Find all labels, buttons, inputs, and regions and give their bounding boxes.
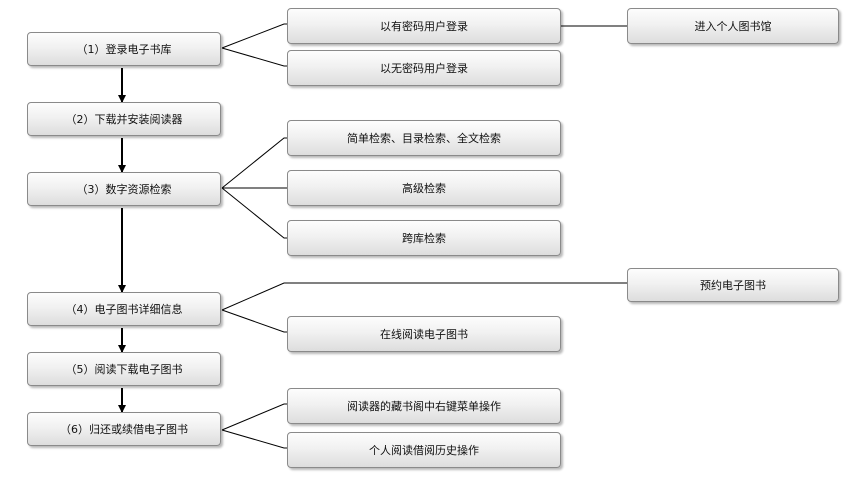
branch-detail-reserve [221,282,627,311]
option-cross-search: 跨库检索 [287,220,561,256]
step-book-details: （4）电子图书详细信息 [27,292,221,326]
step-login: （1）登录电子书库 [27,32,221,66]
option-reserve-ebook: 预约电子图书 [627,268,839,302]
branch-search-3 [221,187,287,239]
branch-return-2 [221,429,287,449]
option-reader-context-menu: 阅读器的藏书阁中右键菜单操作 [287,388,561,424]
step-read-download: （5）阅读下载电子图书 [27,352,221,386]
branch-detail-online [221,309,287,333]
option-read-online: 在线阅读电子图书 [287,316,561,352]
option-login-no-password: 以无密码用户登录 [287,50,561,86]
branch-return-1 [221,403,287,431]
option-login-password: 以有密码用户登录 [287,8,561,44]
option-personal-library: 进入个人图书馆 [627,8,839,44]
step-install-reader: （2）下载并安装阅读器 [27,102,221,136]
option-borrow-history: 个人阅读借阅历史操作 [287,432,561,468]
option-simple-search: 简单检索、目录检索、全文检索 [287,120,561,156]
branch-login-2 [221,47,287,67]
option-advanced-search: 高级检索 [287,170,561,206]
step-return-renew: （6）归还或续借电子图书 [27,412,221,446]
branch-login-1 [221,23,287,49]
branch-search-1 [221,137,287,189]
step-resource-search: （3）数字资源检索 [27,172,221,206]
